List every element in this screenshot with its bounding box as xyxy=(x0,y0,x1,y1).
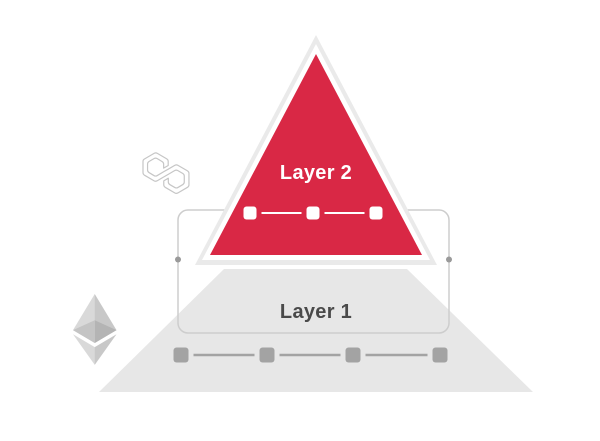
layer2-triangle xyxy=(210,54,422,255)
layer2-block xyxy=(243,206,257,220)
polygon-icon xyxy=(142,152,190,194)
ethereum-facet xyxy=(73,334,95,365)
layer1-trapezoid xyxy=(99,269,533,392)
boundary-dot-left xyxy=(175,256,181,263)
layer1-block xyxy=(345,347,361,363)
ethereum-icon xyxy=(73,294,117,365)
layer1-block xyxy=(432,347,448,363)
layer1-label: Layer 1 xyxy=(280,301,352,323)
ethereum-facet xyxy=(94,334,117,365)
layer1-block xyxy=(173,347,189,363)
layer2-block xyxy=(306,206,320,220)
polygon-icon-path xyxy=(142,152,190,194)
boundary-dot-right xyxy=(446,256,452,263)
layer2-block xyxy=(369,206,383,220)
layer1-block xyxy=(259,347,275,363)
ethereum-facet xyxy=(73,320,95,343)
layer2-label: Layer 2 xyxy=(280,162,352,184)
ethereum-facet xyxy=(94,320,117,343)
layer2-blocks xyxy=(243,206,383,220)
layer1-blocks xyxy=(173,347,448,363)
